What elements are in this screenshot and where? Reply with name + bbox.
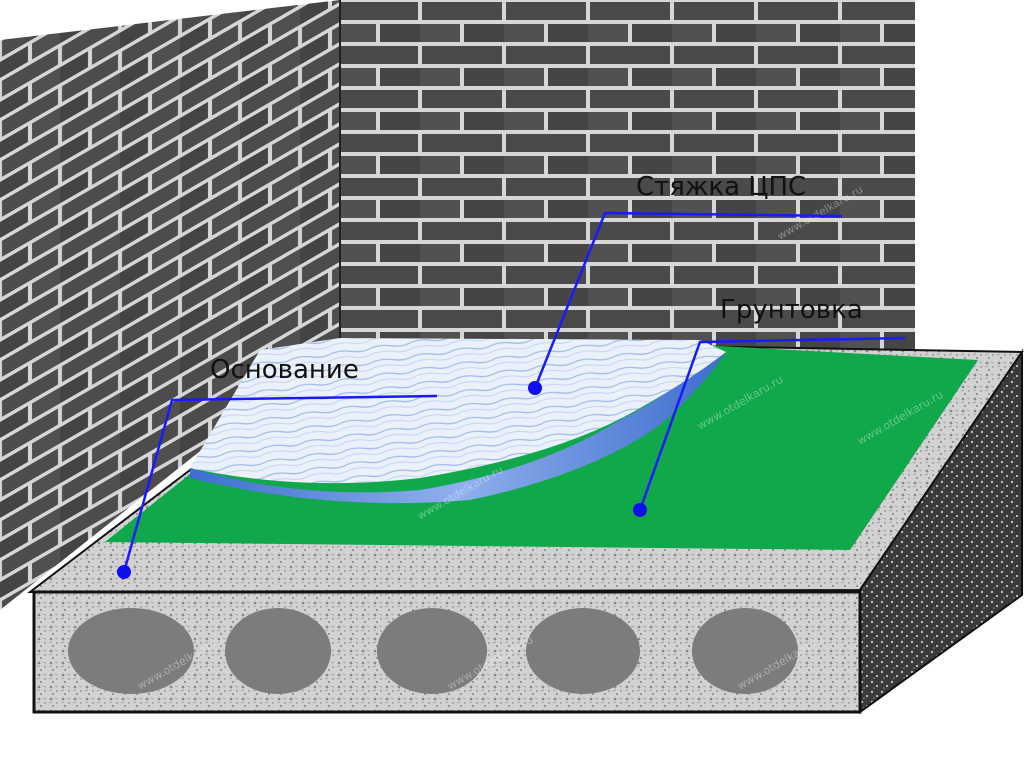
screed-callout: Стяжка ЦПС (528, 172, 843, 395)
screed-edge (190, 352, 726, 504)
hollow-core (225, 608, 331, 694)
hollow-core (68, 608, 194, 694)
hollow-cores (68, 608, 798, 694)
primer-label: Грунтовка (720, 295, 863, 325)
back-brick-wall (340, 0, 915, 350)
base-callout: Основание (117, 355, 438, 579)
base-label: Основание (210, 355, 359, 385)
hollow-core (377, 608, 487, 694)
hollow-core (692, 608, 798, 694)
side-brick-wall (0, 0, 340, 610)
screed-layer (190, 338, 726, 484)
hollow-core (526, 608, 640, 694)
primer-callout: Грунтовка (633, 295, 906, 517)
screed-label: Стяжка ЦПС (636, 172, 806, 202)
